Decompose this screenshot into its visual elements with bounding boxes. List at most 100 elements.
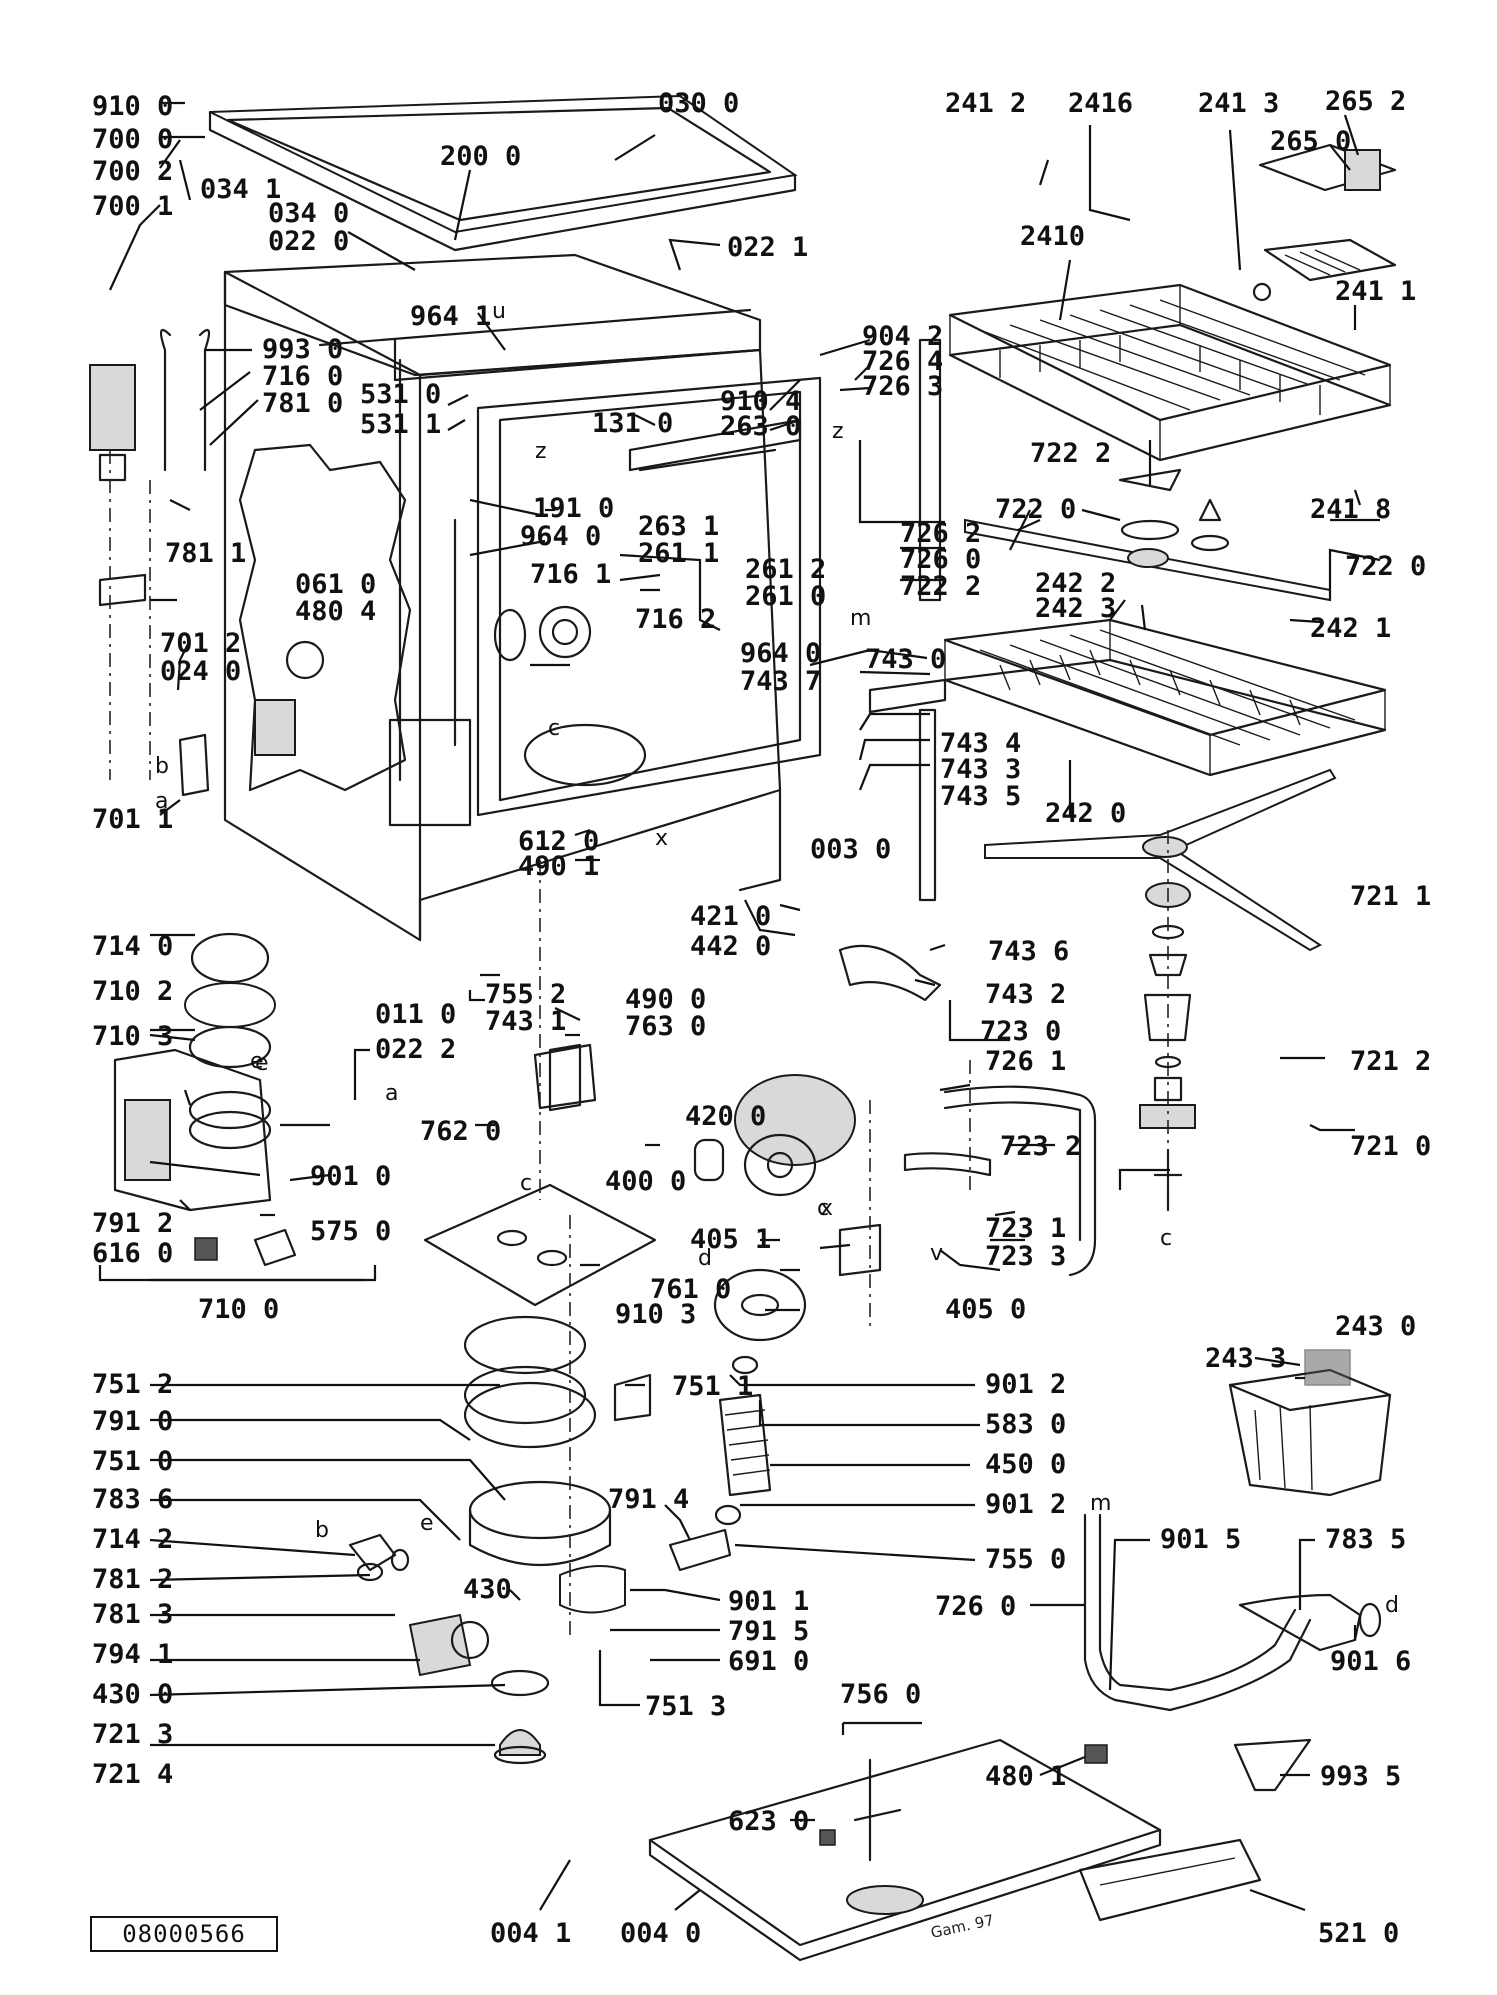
callout-2610: 261 0	[745, 581, 826, 612]
callout-7222: 722 2	[900, 571, 981, 602]
callout-4300: 430	[463, 1574, 512, 1605]
ref-letter-x2: x	[820, 1196, 833, 1221]
callout-2612: 261 2	[745, 554, 826, 585]
callout-7436: 743 6	[988, 936, 1069, 967]
ref-letter-a2: a	[385, 1081, 398, 1106]
ref-letter-a: a	[155, 789, 168, 814]
ref-letter-c2: c	[520, 1171, 532, 1196]
callout-7142: 714 2	[92, 1524, 173, 1555]
callout-7264: 726 4	[862, 346, 943, 377]
callout-9100: 910 0	[92, 91, 173, 122]
callout-2650: 265 0	[1270, 126, 1351, 157]
callout-7512: 751 2	[92, 1369, 173, 1400]
detergent-dispenser-drawing	[1252, 143, 1397, 302]
callout-2410: 2410	[1020, 221, 1085, 252]
callout-5311: 531 1	[360, 409, 441, 440]
ref-letter-z: z	[535, 439, 547, 464]
ref-letter-c4: c	[817, 1196, 829, 1221]
callout-7810: 781 0	[262, 388, 343, 419]
cutlery-basket-drawing	[1228, 1349, 1392, 1497]
callout-7011: 701 1	[92, 804, 173, 835]
callout-2420: 242 0	[1045, 798, 1126, 829]
callout-0340: 034 0	[268, 198, 349, 229]
callout-7103: 710 3	[92, 1021, 173, 1052]
callout-6230: 623 0	[728, 1806, 809, 1837]
callout-5830: 583 0	[985, 1409, 1066, 1440]
callout-7230: 723 0	[980, 1016, 1061, 1047]
leader-lines	[98, 101, 1381, 1912]
callout-7510: 751 0	[92, 1446, 173, 1477]
callout-4500: 450 0	[985, 1449, 1066, 1480]
callout-7262: 726 2	[900, 518, 981, 549]
reference-letters: b a c e a c x d z z m u v c c x b e m d …	[155, 299, 1399, 1618]
callout-7560: 756 0	[840, 1679, 921, 1710]
callout-4900: 490 0	[625, 984, 706, 1015]
hose-pipes-drawing	[89, 328, 1382, 1712]
callout-2000: 200 0	[440, 141, 521, 172]
callout-9640b: 964 0	[740, 638, 821, 669]
callout-7263: 726 3	[862, 371, 943, 402]
callout-7220: 722 0	[995, 494, 1076, 525]
callout-7630: 763 0	[625, 1011, 706, 1042]
callout-9930: 993 0	[262, 334, 343, 365]
ref-letter-e2: e	[420, 1511, 434, 1536]
callout-7140: 714 0	[92, 931, 173, 962]
ref-letter-b: b	[155, 754, 169, 779]
ref-letter-c: c	[548, 716, 560, 741]
assembly-center-lines	[109, 450, 1169, 1640]
callout-2423: 242 3	[1035, 593, 1116, 624]
callout-9935: 993 5	[1320, 1761, 1401, 1792]
callout-7435: 743 5	[940, 781, 1021, 812]
callout-5210: 521 0	[1318, 1918, 1399, 1949]
callout-9641: 964 1	[410, 301, 491, 332]
ref-letter-m2: m	[1090, 1491, 1111, 1516]
callout-7212: 721 2	[1350, 1046, 1431, 1077]
lower-basket-drawing	[943, 618, 1387, 777]
callout-4420: 442 0	[690, 931, 771, 962]
base-tray-drawing	[648, 1738, 1312, 1962]
callout-2433: 243 3	[1205, 1343, 1286, 1374]
callout-7001: 700 1	[92, 191, 173, 222]
callout-7610: 761 0	[650, 1274, 731, 1305]
tub-cabinet-drawing	[223, 253, 822, 942]
callout-7434: 743 4	[940, 728, 1021, 759]
callout-0221: 022 1	[727, 232, 808, 263]
ref-letter-e: e	[255, 1051, 269, 1076]
callout-4051: 405 1	[690, 1224, 771, 1255]
callout-7836: 783 6	[92, 1484, 173, 1515]
callout-9012: 901 2	[985, 1369, 1066, 1400]
callout-2418: 241 8	[1310, 494, 1391, 525]
callout-2430: 243 0	[1335, 1311, 1416, 1342]
callout-7211: 721 1	[1350, 881, 1431, 912]
callout-7431: 743 1	[485, 1006, 566, 1037]
callout-5310: 531 0	[360, 379, 441, 410]
callout-7231: 723 1	[985, 1213, 1066, 1244]
callout-7812: 781 2	[92, 1564, 173, 1595]
callout-7213: 721 3	[92, 1719, 173, 1750]
callout-9103: 910 3	[615, 1299, 696, 1330]
callout-7261: 726 1	[985, 1046, 1066, 1077]
callout-7002: 700 2	[92, 156, 173, 187]
callout-9015: 901 5	[1160, 1524, 1241, 1555]
callout-9016: 901 6	[1330, 1646, 1411, 1677]
callout-0030: 003 0	[810, 834, 891, 865]
callout-7620: 762 0	[420, 1116, 501, 1147]
callout-0110: 011 0	[375, 999, 456, 1030]
lower-spray-arm-drawing	[984, 768, 1337, 952]
callout-0240: 024 0	[160, 656, 241, 687]
ref-letter-d2: d	[1385, 1593, 1399, 1618]
callout-2652: 265 2	[1325, 86, 1406, 117]
callout-4801: 480 1	[985, 1761, 1066, 1792]
callout-9012b: 901 2	[985, 1489, 1066, 1520]
callout-7552: 755 2	[485, 979, 566, 1010]
ref-letter-d: d	[698, 1246, 712, 1271]
top-cover-drawing	[208, 94, 798, 252]
upper-basket-drawing	[948, 283, 1392, 462]
callout-4050: 405 0	[945, 1294, 1026, 1325]
callout-9640: 964 0	[520, 521, 601, 552]
callout-7012: 701 2	[160, 628, 241, 659]
callout-7912: 791 2	[92, 1208, 173, 1239]
callout-0040: 004 0	[620, 1918, 701, 1949]
callout-9010: 901 0	[310, 1161, 391, 1192]
